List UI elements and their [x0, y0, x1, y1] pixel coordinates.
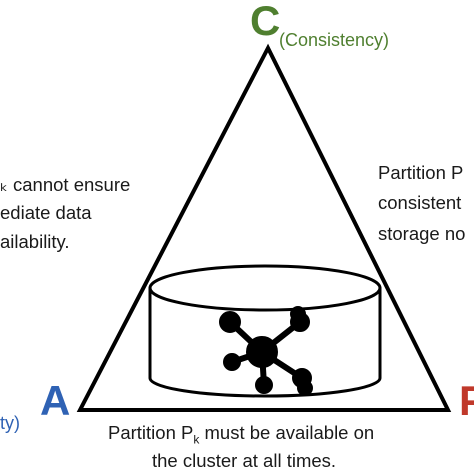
right-note-line-1: Partition P: [378, 162, 464, 183]
bottom-note-line-1-pre: Partition P: [108, 422, 194, 443]
network-graph-icon: [219, 306, 313, 396]
vertex-a-label-fragment: ty): [0, 413, 20, 433]
vertex-p-letter: P: [459, 377, 474, 424]
vertex-c-letter: C: [250, 0, 281, 44]
left-note-line-1: ₖ cannot ensure: [0, 174, 131, 195]
bottom-note-line-1: Partition Pk must be available on: [108, 420, 374, 453]
cap-triangle: [76, 43, 452, 412]
right-note-line-3: storage no: [378, 223, 466, 244]
left-note-line-2: ediate data: [0, 202, 92, 223]
bottom-note-line-2: the cluster at all times.: [152, 450, 337, 471]
left-note-line-3: ailability.: [0, 231, 70, 252]
vertex-a-letter: A: [40, 377, 71, 424]
bottom-note-subscript: k: [193, 432, 200, 447]
right-note-line-2: consistent: [378, 192, 462, 213]
bottom-note-line-1-post: must be available on: [199, 422, 375, 443]
vertex-c-label: (Consistency): [279, 30, 390, 50]
